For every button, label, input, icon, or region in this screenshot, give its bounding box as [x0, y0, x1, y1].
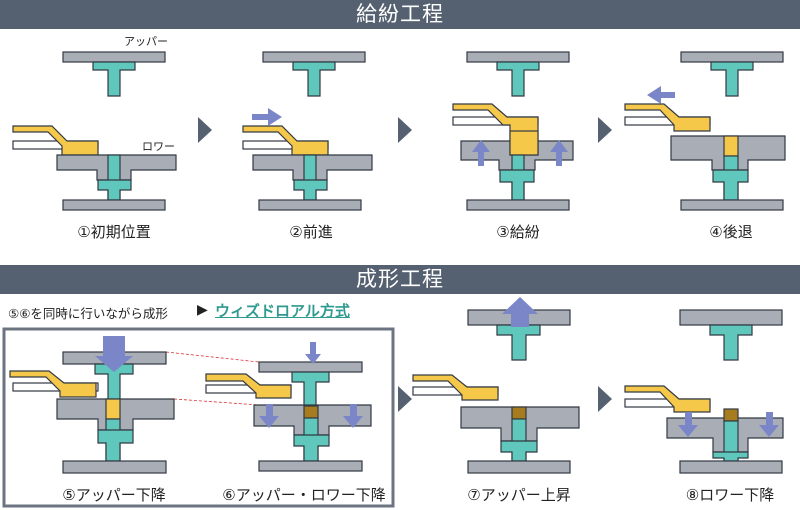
withdrawal-method-label: ウィズドロアル方式 [215, 302, 350, 320]
step-8-caption: ⑧ロワー下降 [685, 486, 775, 504]
step7-diagram [412, 297, 580, 474]
step-3-caption: ③給紛 [496, 223, 540, 241]
step-chevron-1 [198, 117, 212, 143]
step6-diagram [205, 342, 372, 472]
forming-note-arrow-icon: ▶ [197, 302, 208, 318]
step-2-caption: ②前進 [289, 223, 333, 241]
step-chevron-3 [598, 117, 612, 143]
step-5-caption: ⑤アッパー下降 [62, 486, 166, 504]
forming-note-text: ⑤⑥を同時に行いながら成形 [8, 306, 168, 321]
step-7-caption: ⑦アッパー上昇 [467, 486, 571, 504]
step1-diagram [12, 51, 177, 211]
step-chevron-4 [398, 386, 412, 412]
withdrawal-frame [2, 327, 395, 508]
feed-process-banner: 給紛工程 [0, 0, 800, 29]
step-1-caption: ①初期位置 [77, 223, 151, 241]
step4-diagram [624, 51, 786, 211]
step-6-caption: ⑥アッパー・ロワー下降 [222, 486, 386, 504]
step2-diagram [242, 51, 373, 211]
forming-process-banner: 成形工程 [0, 265, 800, 294]
lower-punch-label: ロワー [142, 140, 175, 153]
step8-diagram [624, 309, 784, 474]
step3-diagram [452, 51, 574, 211]
upper-punch-label: アッパー [124, 35, 168, 48]
step-4-caption: ④後退 [709, 223, 753, 241]
step-chevron-5 [598, 386, 612, 412]
step-chevron-2 [398, 117, 412, 143]
step5-diagram [9, 336, 175, 474]
